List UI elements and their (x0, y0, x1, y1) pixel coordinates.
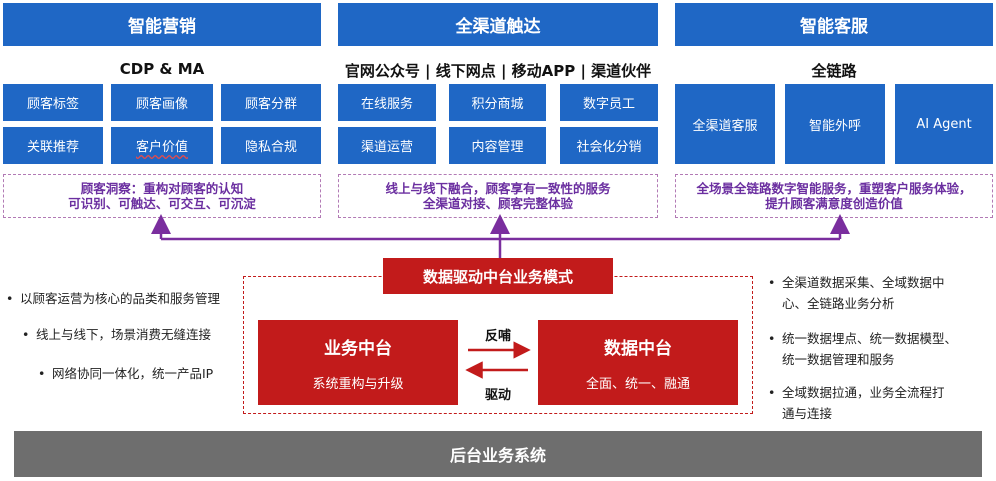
banner-data-driven: 数据驱动中台业务模式 (383, 258, 613, 294)
cell-points-mall[interactable]: 积分商城 (449, 84, 546, 121)
right-bullet-1: • 全渠道数据采集、全域数据中 心、全链路业务分析 (768, 272, 988, 314)
cell-customer-segmentation[interactable]: 顾客分群 (221, 84, 321, 121)
note-line: 全场景全链路数字智能服务，重塑客户服务体验， (696, 181, 972, 196)
bullet-dot: • (6, 291, 14, 306)
note-line: 顾客洞察：重构对顾客的认知 (80, 181, 244, 196)
right-bullet-2: • 统一数据埋点、统一数据模型、 统一数据管理和服务 (768, 328, 988, 370)
subtitle-channels: 官网公众号 | 线下网点 | 移动APP | 渠道伙伴 (344, 62, 652, 80)
bullet-text: 以顾客运营为核心的品类和服务管理 (20, 291, 221, 306)
bullet-text: 全域数据拉通，业务全流程打 (782, 385, 945, 400)
cell-online-service[interactable]: 在线服务 (338, 84, 436, 121)
bullet-dot: • (768, 275, 776, 290)
cell-customer-value[interactable]: 客户价值 (111, 127, 213, 164)
cell-social-distribution[interactable]: 社会化分销 (560, 127, 658, 164)
cell-omnichannel-service[interactable]: 全渠道客服 (675, 84, 775, 164)
bullet-dot: • (768, 331, 776, 346)
bullet-dot: • (22, 327, 30, 342)
box-business-platform[interactable]: 业务中台 系统重构与升级 (258, 320, 458, 405)
data-platform-title: 数据中台 (604, 338, 672, 359)
note-line: 全渠道对接、顾客完整体验 (422, 196, 573, 211)
left-bullet-3: • 网络协同一体化，统一产品IP (38, 363, 238, 384)
bullet-text-cont: 通与连接 (782, 406, 833, 421)
header-smart-marketing: 智能营销 (3, 3, 321, 46)
cell-smart-outbound[interactable]: 智能外呼 (785, 84, 885, 164)
business-platform-subtitle: 系统重构与升级 (312, 376, 404, 392)
note-customer-insight: 顾客洞察：重构对顾客的认知 可识别、可触达、可交互、可沉淀 (3, 174, 321, 218)
note-line: 线上与线下融合，顾客享有一致性的服务 (385, 181, 611, 196)
bullet-dot: • (38, 366, 46, 381)
note-line: 提升顾客满意度创造价值 (765, 196, 903, 211)
bullet-text: 统一数据埋点、统一数据模型、 (782, 331, 958, 346)
label-feedback: 反哺 (484, 329, 511, 344)
cell-association-recommend[interactable]: 关联推荐 (3, 127, 103, 164)
business-platform-title: 业务中台 (324, 338, 392, 359)
cell-privacy-compliance[interactable]: 隐私合规 (221, 127, 321, 164)
bullet-text-cont: 统一数据管理和服务 (782, 352, 895, 367)
bullet-text-cont: 心、全链路业务分析 (782, 296, 895, 311)
bullet-text: 全渠道数据采集、全域数据中 (782, 275, 945, 290)
right-bullet-3: • 全域数据拉通，业务全流程打 通与连接 (768, 382, 988, 424)
subtitle-cdp-ma: CDP & MA (119, 60, 205, 78)
cell-channel-operation[interactable]: 渠道运营 (338, 127, 436, 164)
label-drive: 驱动 (484, 388, 511, 403)
cell-digital-staff[interactable]: 数字员工 (560, 84, 658, 121)
bullet-text: 线上与线下，场景消费无缝连接 (36, 327, 212, 342)
bidirectional-arrows (465, 341, 531, 379)
header-smart-service: 智能客服 (675, 3, 993, 46)
cell-customer-tags[interactable]: 顾客标签 (3, 84, 103, 121)
note-line: 可识别、可触达、可交互、可沉淀 (68, 196, 256, 211)
subtitle-full-link: 全链路 (811, 62, 857, 80)
footer-backend-system: 后台业务系统 (14, 431, 982, 477)
cell-ai-agent[interactable]: AI Agent (895, 84, 993, 164)
header-omnichannel-reach: 全渠道触达 (338, 3, 658, 46)
cell-customer-value-label: 客户价值 (135, 140, 188, 155)
left-bullet-1: • 以顾客运营为核心的品类和服务管理 (6, 288, 238, 309)
note-online-offline: 线上与线下融合，顾客享有一致性的服务 全渠道对接、顾客完整体验 (338, 174, 658, 218)
box-data-platform[interactable]: 数据中台 全面、统一、融通 (538, 320, 738, 405)
bullet-dot: • (768, 385, 776, 400)
left-bullet-2: • 线上与线下，场景消费无缝连接 (22, 324, 238, 345)
cell-customer-profile[interactable]: 顾客画像 (111, 84, 213, 121)
bullet-text: 网络协同一体化，统一产品IP (52, 366, 214, 381)
data-platform-subtitle: 全面、统一、融通 (585, 376, 690, 392)
cell-content-management[interactable]: 内容管理 (449, 127, 546, 164)
